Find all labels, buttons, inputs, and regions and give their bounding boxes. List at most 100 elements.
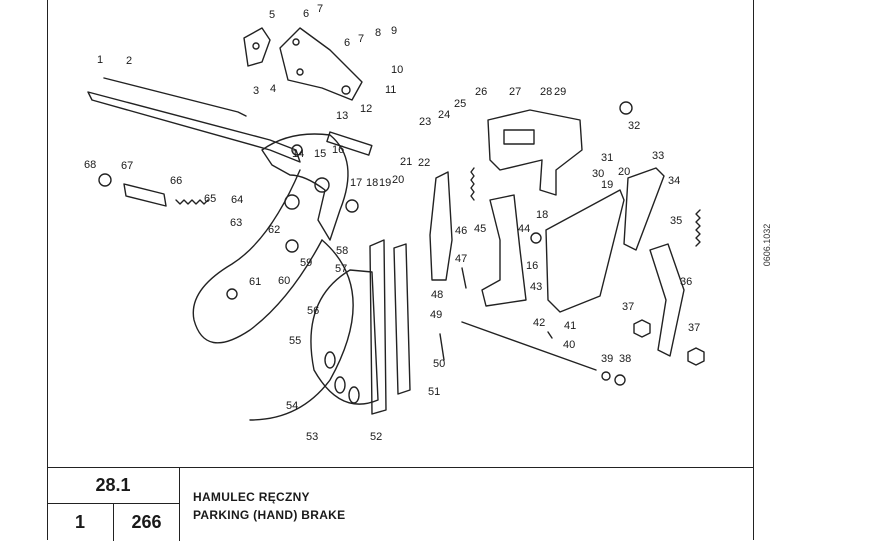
lever-44: [481, 194, 527, 307]
callout-12: 12: [360, 103, 372, 115]
callout-53: 53: [306, 431, 318, 443]
callout-25: 25: [454, 98, 466, 110]
callout-16b: 16: [526, 260, 538, 272]
drawing-reference-code: 0606.1032: [762, 223, 772, 267]
callout-30: 30: [592, 168, 604, 180]
plate-5: [243, 27, 271, 67]
callout-55: 55: [289, 335, 301, 347]
callout-50: 50: [433, 358, 445, 370]
callout-62: 62: [268, 224, 280, 236]
callout-65: 65: [204, 193, 216, 205]
callout-35: 35: [670, 215, 682, 227]
callout-18b: 18: [536, 209, 548, 221]
callout-15: 15: [314, 148, 326, 160]
callout-19b: 19: [601, 179, 613, 191]
callout-29: 29: [554, 86, 566, 98]
lever-36: [649, 243, 685, 357]
callout-59: 59: [300, 257, 312, 269]
callout-24: 24: [438, 109, 450, 121]
callout-7: 7: [317, 3, 323, 15]
exploded-parts-diagram: 1 2 3 4 5 6 7 6 7 8 9 10 11 12 13 14 15 …: [84, 3, 705, 443]
rod: [103, 77, 247, 117]
callout-26: 26: [475, 86, 487, 98]
nut-37b: [687, 347, 705, 366]
callout-22: 22: [418, 157, 430, 169]
callout-66: 66: [170, 175, 182, 187]
callout-10: 10: [391, 64, 403, 76]
callout-4: 4: [270, 83, 276, 95]
callout-6: 6: [303, 8, 309, 20]
section-number: 28.1: [47, 468, 180, 504]
callout-58: 58: [336, 245, 348, 257]
callout-54: 54: [286, 400, 298, 412]
bracket-27: [487, 109, 583, 196]
title-english: PARKING (HAND) BRAKE: [193, 508, 346, 522]
callout-20b: 20: [618, 166, 630, 178]
callout-41: 41: [564, 320, 576, 332]
title-polish: HAMULEC RĘCZNY: [193, 490, 310, 504]
callout-37b: 37: [688, 322, 700, 334]
callout-19: 19: [379, 177, 391, 189]
callout-42: 42: [533, 317, 545, 329]
callout-56: 56: [307, 305, 319, 317]
callout-7b: 7: [358, 33, 364, 45]
callout-67: 67: [121, 160, 133, 172]
callout-16: 16: [332, 144, 344, 156]
callout-38: 38: [619, 353, 631, 365]
pad-33: [623, 167, 665, 251]
callout-32: 32: [628, 120, 640, 132]
callout-23: 23: [419, 116, 431, 128]
spring-45: [470, 167, 475, 201]
callout-8: 8: [375, 27, 381, 39]
callout-64: 64: [231, 194, 243, 206]
callout-6b: 6: [344, 37, 350, 49]
callout-5: 5: [269, 9, 275, 21]
callout-48: 48: [431, 289, 443, 301]
callout-18: 18: [366, 177, 378, 189]
rod-49: [461, 321, 597, 371]
callout-36: 36: [680, 276, 692, 288]
callout-34: 34: [668, 175, 680, 187]
group-number: 1: [47, 504, 114, 541]
callout-31: 31: [601, 152, 613, 164]
callout-45: 45: [474, 223, 486, 235]
callout-44: 44: [518, 223, 530, 235]
title-block: 28.1 1 266 HAMULEC RĘCZNY PARKING (HAND)…: [47, 467, 754, 541]
spring-35: [695, 209, 701, 247]
callout-28: 28: [540, 86, 552, 98]
callout-27: 27: [509, 86, 521, 98]
nut-37a: [633, 319, 651, 338]
callout-13: 13: [336, 110, 348, 122]
hand-lever: [87, 91, 301, 163]
callout-14: 14: [292, 148, 304, 160]
callout-17: 17: [350, 177, 362, 189]
callout-33: 33: [652, 150, 664, 162]
callout-57: 57: [335, 263, 347, 275]
plate-58: [369, 239, 387, 415]
callout-21: 21: [400, 156, 412, 168]
callout-1: 1: [97, 54, 103, 66]
grip: [123, 183, 167, 207]
ratchet-sector: [310, 269, 379, 405]
cable: [192, 169, 323, 344]
callout-63: 63: [230, 217, 242, 229]
callout-3: 3: [253, 85, 259, 97]
callout-49: 49: [430, 309, 442, 321]
callout-37a: 37: [622, 301, 634, 313]
callout-2: 2: [126, 55, 132, 67]
callout-52: 52: [370, 431, 382, 443]
callout-39: 39: [601, 353, 613, 365]
spring-65: [175, 199, 209, 205]
callout-60: 60: [278, 275, 290, 287]
callout-9: 9: [391, 25, 397, 37]
plate-51: [393, 243, 411, 395]
page-number: 266: [114, 504, 180, 541]
callout-20: 20: [392, 174, 404, 186]
title-text: HAMULEC RĘCZNY PARKING (HAND) BRAKE: [193, 488, 345, 524]
lever-48: [429, 171, 453, 281]
callout-68: 68: [84, 159, 96, 171]
lever-bracket: [261, 133, 349, 241]
callout-11: 11: [385, 84, 396, 96]
bracket-12: [279, 27, 363, 101]
plate-43: [545, 189, 625, 313]
